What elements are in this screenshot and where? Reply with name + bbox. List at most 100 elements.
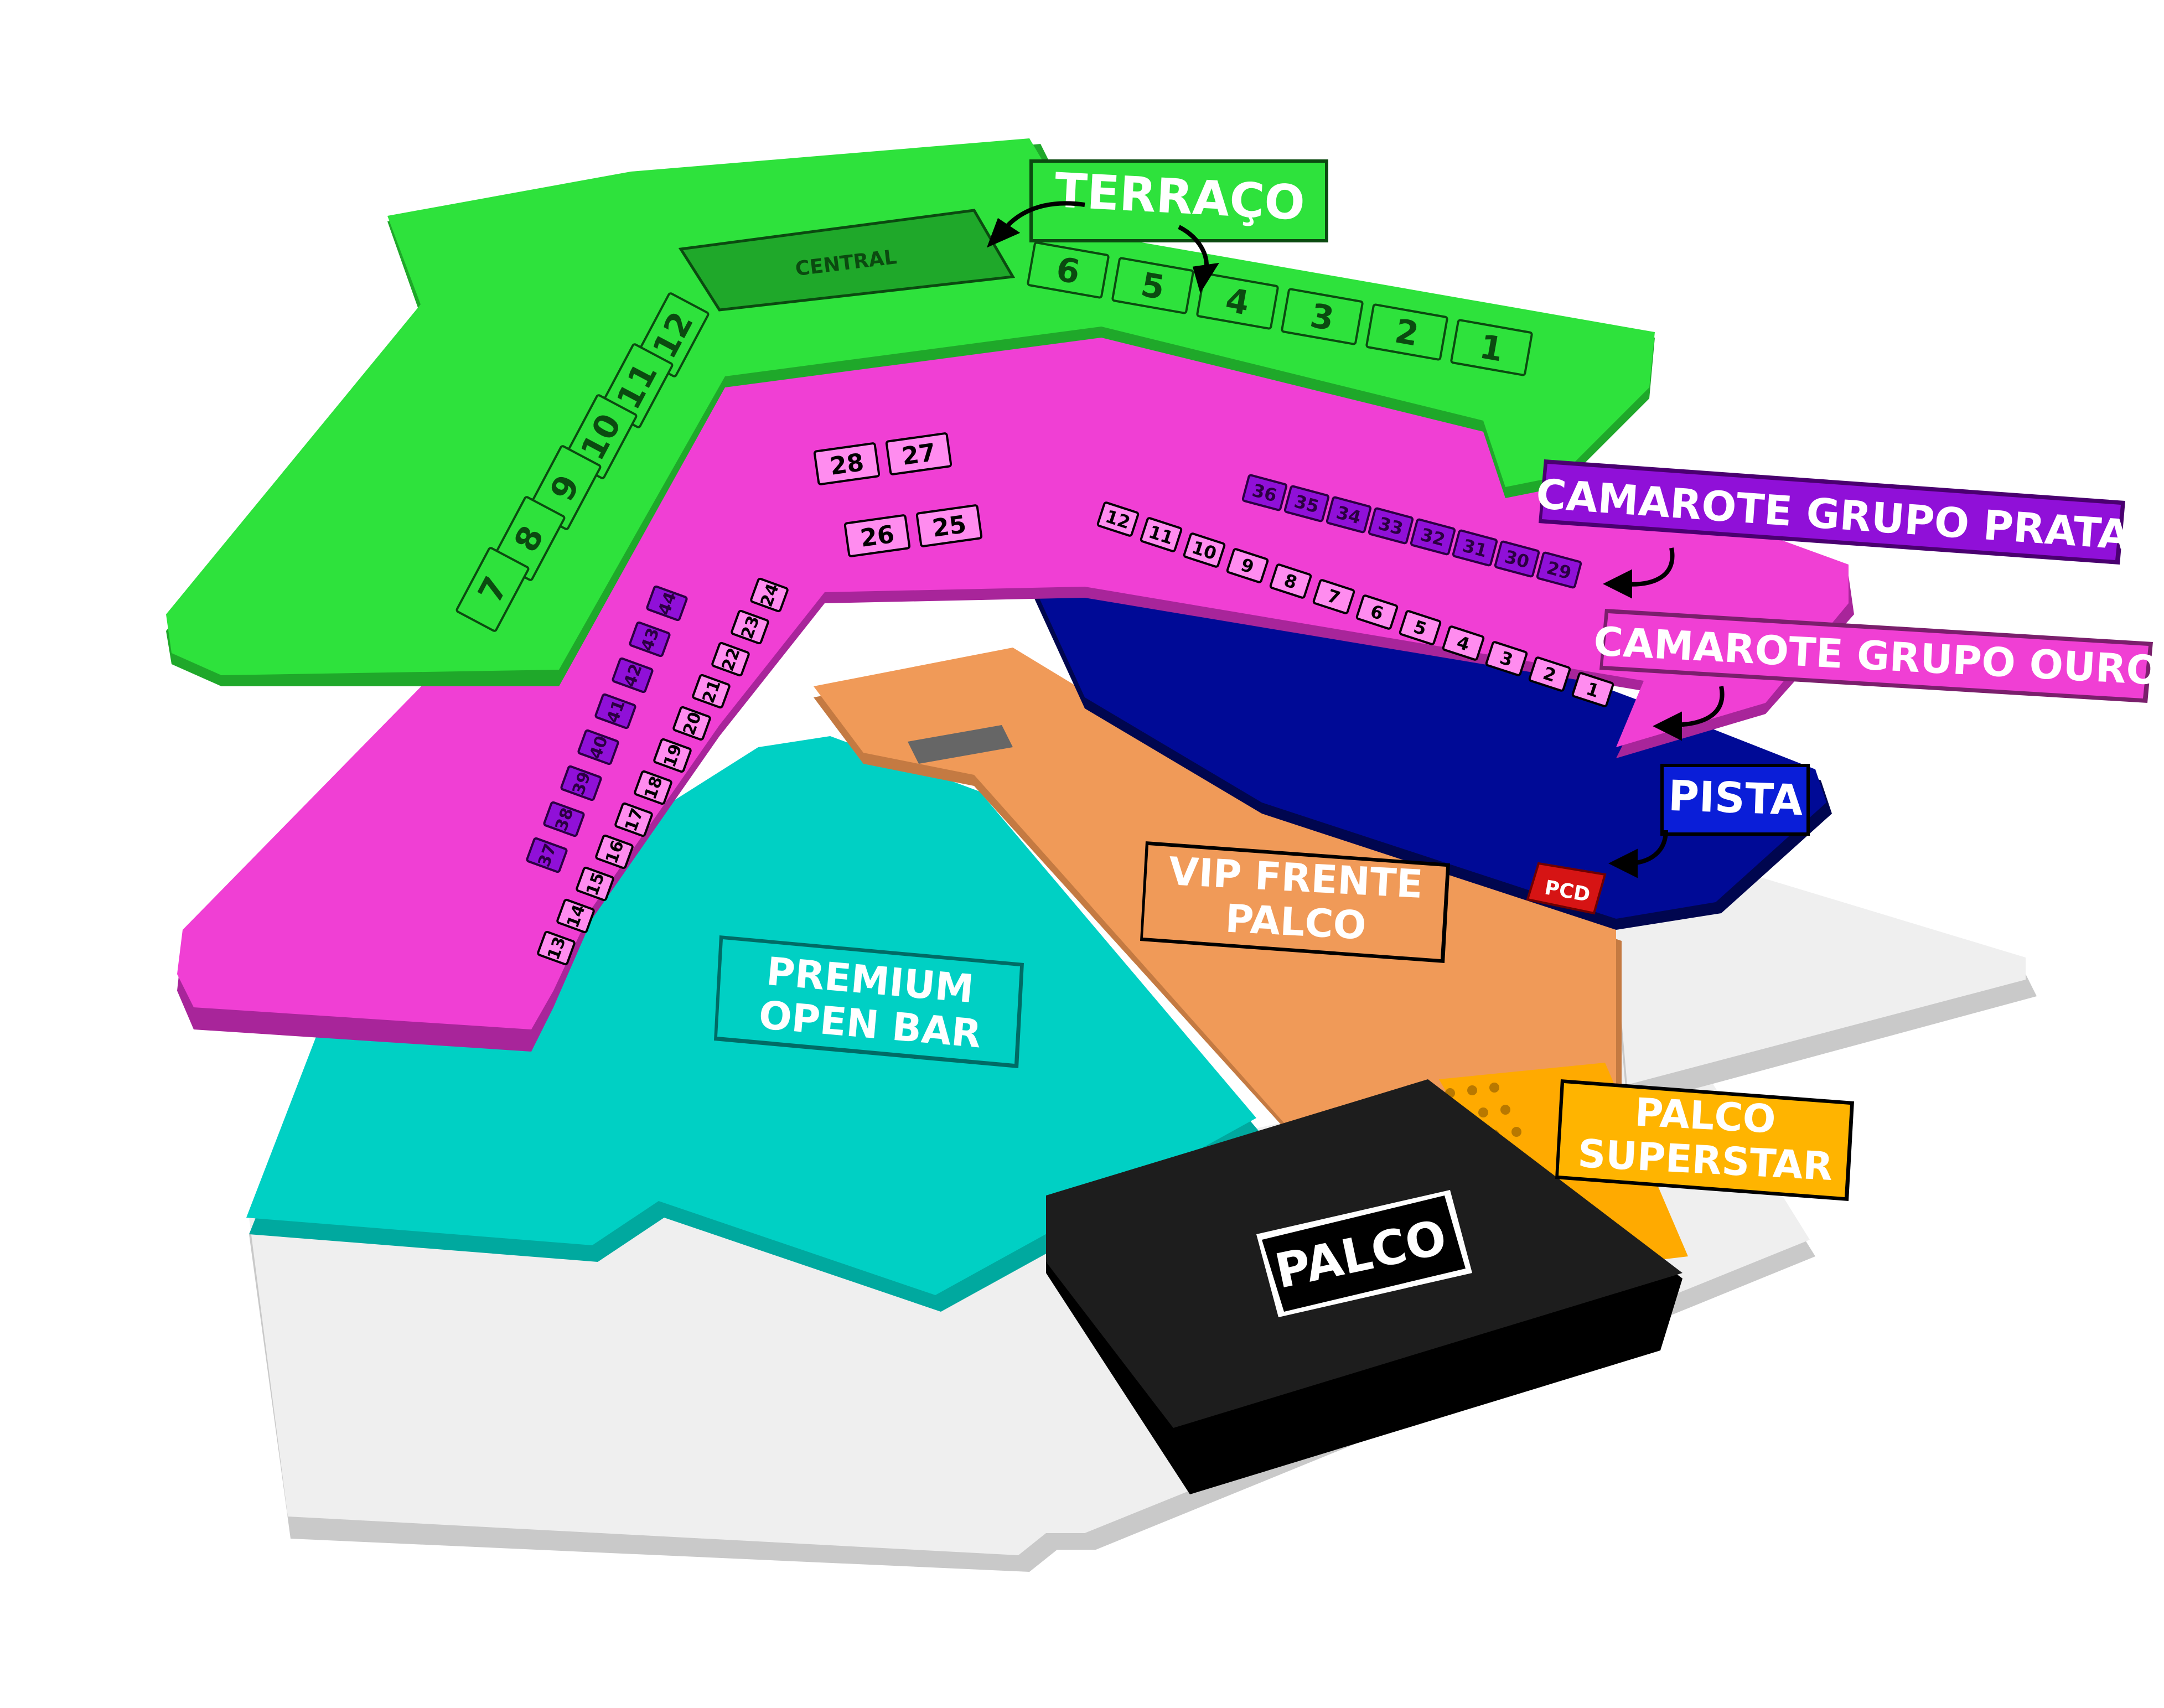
camarote-ouro-box-18[interactable]: 18 [634,770,672,805]
camarote-center-box-28[interactable]: 28 [813,442,881,485]
superstar-callout[interactable]: PALCO SUPERSTAR [1555,1079,1854,1201]
camarote-ouro-box-8[interactable]: 8 [1269,563,1312,599]
camarote-ouro-box-13[interactable]: 13 [537,930,576,966]
camarote-ouro-box-15[interactable]: 15 [576,866,614,902]
pista-arrow [1608,830,1668,878]
pista-sector[interactable] [1024,542,1832,930]
terraco-arrows [986,201,1219,293]
camarote-prata-box-31-frame [1452,529,1498,567]
camarote-ouro-box-6[interactable]: 6 [1355,594,1399,630]
camarote-ouro-box-19[interactable]: 19 [653,738,692,773]
control-booth [908,725,1013,764]
palco-sector[interactable]: PALCO [1046,1079,1682,1494]
terraco-box-2[interactable]: 2 [1365,303,1448,361]
camarote-prata-box-35-frame [1283,485,1330,522]
camarote-prata-box-39[interactable]: 39 [560,765,602,801]
camarote-ouro-box-12[interactable]: 12 [1096,501,1140,537]
camarote-prata-box-42-frame [612,657,654,693]
camarote-prata-arrow [1603,547,1675,599]
camarote-prata-box-34[interactable]: 34 [1326,496,1372,534]
camarote-ouro-box-16[interactable]: 16 [595,834,634,869]
camarote-ouro-callout[interactable]: CAMAROTE GRUPO OURO [1593,609,2161,703]
camarote-prata-box-37[interactable]: 37 [526,837,568,873]
terraco-box-7[interactable]: 7 [455,547,530,632]
camarote-ouro-box-4[interactable]: 4 [1442,625,1485,661]
terraco-box-1[interactable]: 1 [1450,319,1533,376]
camarote-ouro-box-20-frame [672,706,711,741]
camarote-ouro-box-9-frame [1226,548,1269,583]
camarote-ouro-box-9[interactable]: 9 [1226,548,1269,583]
camarote-ouro-box-23[interactable]: 23 [731,609,769,645]
camarote-prata-box-39-frame [560,765,602,801]
camarote-prata-box-29[interactable]: 29 [1536,551,1582,589]
camarote-prata-box-43[interactable]: 43 [629,621,671,658]
camarote-prata-box-38[interactable]: 38 [543,801,585,837]
camarote-ouro-box-22[interactable]: 22 [711,641,750,677]
terraco-callout-label: TERRAÇO [1053,163,1306,231]
camarote-prata-box-44[interactable]: 44 [646,585,688,622]
camarote-ouro-box-18-frame [634,770,672,805]
camarote-ouro-box-21[interactable]: 21 [692,674,731,709]
camarote-prata-box-30[interactable]: 30 [1494,540,1540,578]
pcd-marker[interactable]: PCD [1526,862,1607,915]
terraco-box-7-frame [455,547,530,632]
camarote-prata-box-30-frame [1494,540,1540,578]
camarote-prata-box-38-frame [543,801,585,837]
camarote-center-box-28-label: 28 [828,448,866,481]
terraco-box-4[interactable]: 4 [1196,272,1279,330]
vip-callout[interactable]: VIP FRENTE PALCO [1140,841,1450,963]
terraco-box-6[interactable]: 6 [1027,241,1110,299]
camarote-prata-box-33[interactable]: 33 [1368,507,1414,545]
camarote-ouro-box-1[interactable]: 1 [1571,672,1614,707]
camarote-ouro-box-7-frame [1312,579,1355,614]
camarote-ouro-box-17-frame [614,802,653,837]
camarote-ouro-box-22-frame [711,641,750,677]
terraco-central-box[interactable]: CENTRAL [678,209,1016,312]
camarote-ouro-box-15-frame [576,866,614,902]
camarote-center-box-26-frame [843,514,911,557]
camarote-ouro-box-24[interactable]: 24 [750,577,789,613]
premium-callout[interactable]: PREMIUM OPEN BAR [714,935,1024,1068]
camarote-ouro-box-3[interactable]: 3 [1485,641,1528,676]
camarote-ouro-box-17[interactable]: 17 [614,802,653,837]
camarote-ouro-box-13-frame [537,930,576,966]
terraco-box-5[interactable]: 5 [1111,257,1194,314]
camarote-center-box-27[interactable]: 27 [885,432,952,475]
camarote-ouro-box-24-frame [750,577,789,613]
camarote-prata-box-31[interactable]: 31 [1452,529,1498,567]
camarote-prata-box-44-frame [646,585,688,622]
camarote-center-box-25[interactable]: 25 [915,504,983,547]
camarote-prata-box-42[interactable]: 42 [612,657,654,693]
camarote-ouro-box-16-frame [595,834,634,869]
camarote-prata-box-36[interactable]: 36 [1241,474,1288,511]
camarote-ouro-box-7[interactable]: 7 [1312,579,1355,614]
terraco-callout[interactable]: TERRAÇO [1029,159,1328,242]
camarote-ouro-box-11[interactable]: 11 [1140,517,1183,552]
camarote-ouro-box-20[interactable]: 20 [672,706,711,741]
camarote-ouro-box-11-frame [1140,517,1183,552]
terraco-box-3[interactable]: 3 [1281,288,1364,345]
camarote-ouro-box-14-frame [556,898,595,934]
camarote-center-box-26[interactable]: 26 [843,514,911,557]
camarote-prata-box-29-frame [1536,551,1582,589]
terraco-box-4-frame [1196,272,1279,330]
camarote-ouro-box-5[interactable]: 5 [1399,610,1442,645]
camarote-prata-box-33-frame [1368,507,1414,545]
camarote-ouro-box-2[interactable]: 2 [1528,656,1571,692]
camarote-ouro-box-10[interactable]: 10 [1183,532,1226,568]
camarote-ouro-box-1-frame [1571,672,1614,707]
camarote-prata-box-32[interactable]: 32 [1410,518,1456,556]
camarote-ouro-box-10-frame [1183,532,1226,568]
pista-callout[interactable]: PISTA [1660,764,1810,836]
camarote-prata-box-35[interactable]: 35 [1283,485,1330,522]
camarote-prata-box-40[interactable]: 40 [577,729,619,765]
camarote-prata-box-41[interactable]: 41 [594,693,636,729]
camarote-prata-box-40-frame [577,729,619,765]
camarote-ouro-box-14[interactable]: 14 [556,898,595,934]
